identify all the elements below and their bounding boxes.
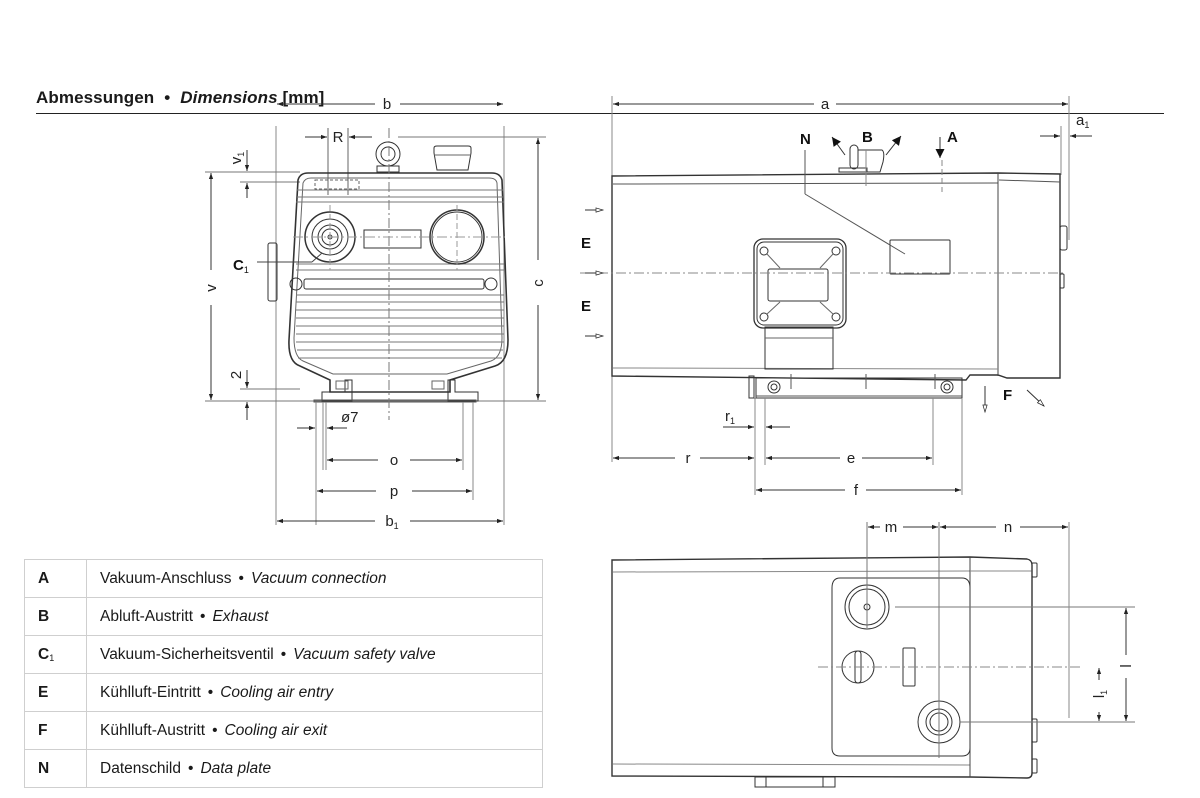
legend-text-de: Vakuum-Sicherheitsventil (100, 645, 274, 663)
legend-description: Abluft-Austritt • Exhaust (86, 597, 543, 636)
top-view: m n l l1 (611, 519, 1135, 788)
dim-v-label: v (203, 284, 220, 292)
legend-text-de: Datenschild (100, 759, 181, 777)
legend-separator: • (238, 569, 244, 587)
legend-text-en: Vacuum connection (250, 569, 387, 587)
callout-C1: C1 (233, 257, 249, 275)
legend-text-de: Abluft-Austritt (100, 607, 194, 625)
legend-key: N (24, 749, 87, 788)
dim-l-label: l (1118, 664, 1135, 667)
legend-description: Kühlluft-Eintritt • Cooling air entry (86, 673, 543, 712)
dim-p-label: p (390, 483, 398, 500)
legend-text-en: Vacuum safety valve (293, 645, 436, 663)
legend-separator: • (188, 759, 194, 777)
dim-hole-label: ø7 (341, 409, 359, 426)
legend-key: A (24, 559, 87, 598)
legend-key: C1 (24, 635, 87, 674)
legend-key: F (24, 711, 87, 750)
legend-text-en: Cooling air exit (224, 721, 328, 739)
dim-f-label: f (854, 482, 859, 499)
title-en: Dimensions (180, 88, 278, 107)
legend-key-text: C (38, 645, 50, 663)
callout-B: B (862, 129, 873, 146)
legend-description: Datenschild • Data plate (86, 749, 543, 788)
legend-key: E (24, 673, 87, 712)
legend-key-text: E (38, 683, 49, 701)
callout-N: N (800, 131, 811, 148)
legend-text-de: Kühlluft-Austritt (100, 721, 206, 739)
dim-b1-label: b1 (385, 513, 398, 531)
pump-front-body (267, 128, 509, 420)
dim-2-label: 2 (228, 371, 245, 379)
legend-text-de: Kühlluft-Eintritt (100, 683, 201, 701)
dim-a-label: a (821, 96, 830, 113)
callout-F: F (1003, 387, 1012, 404)
legend-row: C1 Vakuum-Sicherheitsventil • Vacuum safety… (24, 635, 543, 674)
legend-row: N Datenschild • Data plate (24, 749, 543, 788)
legend-separator: • (207, 683, 214, 701)
legend-key-subscript: 1 (49, 652, 55, 663)
callout-E-bottom: E (581, 298, 591, 315)
side-view: a a1 (580, 96, 1092, 499)
legend-text-en: Data plate (200, 759, 272, 777)
callout-A: A (947, 129, 958, 146)
front-view: b R c v v1 2 (203, 96, 547, 531)
legend-key: B (24, 597, 87, 636)
dim-a1-label: a1 (1076, 112, 1089, 130)
dim-c-label: c (530, 279, 547, 287)
pump-top-body (611, 522, 1135, 788)
dim-l1-label: l1 (1091, 690, 1109, 698)
legend-key-text: A (38, 569, 50, 587)
legend-description: Vakuum-Sicherheitsventil • Vacuum safety v… (86, 635, 543, 674)
dim-b-label: b (383, 96, 391, 113)
legend-description: Kühlluft-Austritt • Cooling air exit (86, 711, 543, 750)
dim-v1-label: v1 (228, 152, 246, 165)
legend-description: Vakuum-Anschluss • Vacuum connection (86, 559, 543, 598)
legend-text-en: Exhaust (212, 607, 269, 625)
legend-row: A Vakuum-Anschluss • Vacuum connection (24, 559, 543, 598)
legend-separator: • (212, 721, 218, 739)
legend-key-text: B (38, 607, 50, 625)
dim-R-label: R (333, 129, 344, 146)
legend-separator: • (280, 645, 287, 663)
dim-n-label: n (1004, 519, 1012, 536)
dim-m-label: m (885, 519, 898, 536)
dim-r-label: r (686, 450, 691, 467)
legend-key-text: N (38, 759, 50, 777)
dim-o-label: o (390, 452, 398, 469)
page-title: Abmessungen • Dimensions [mm] (36, 88, 324, 108)
dim-r1-label: r1 (725, 408, 735, 426)
pump-side-body (580, 144, 1068, 399)
legend-separator: • (200, 607, 206, 625)
header-rule (36, 113, 1164, 114)
legend-row: B Abluft-Austritt • Exhaust (24, 597, 543, 636)
legend-key-text: F (38, 721, 48, 739)
title-unit: [mm] (282, 88, 325, 107)
legend-row: F Kühlluft-Austritt • Cooling air exit (24, 711, 543, 750)
legend-row: E Kühlluft-Eintritt • Cooling air entry (24, 673, 543, 712)
title-de: Abmessungen (36, 88, 155, 107)
dim-e-label: e (847, 450, 855, 467)
title-separator: • (164, 88, 171, 107)
legend-text-en: Cooling air entry (220, 683, 334, 701)
callout-E-top: E (581, 235, 591, 252)
legend-text-de: Vakuum-Anschluss (100, 569, 232, 587)
